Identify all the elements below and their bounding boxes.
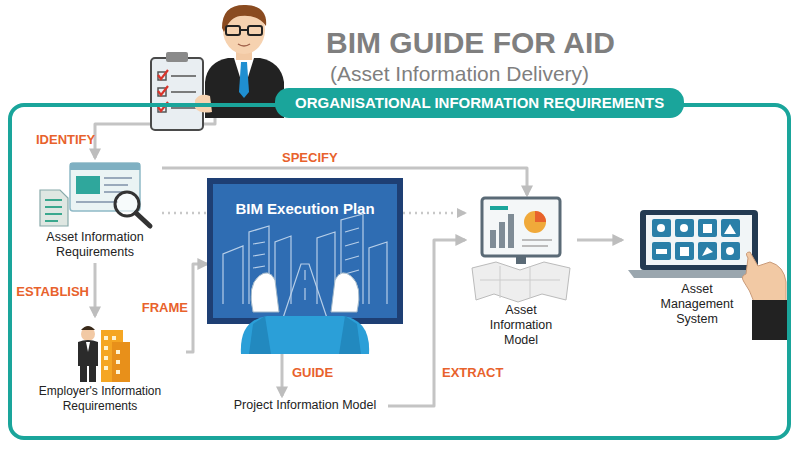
edge-label: FRAME — [142, 300, 188, 316]
edge-label: SPECIFY — [282, 150, 338, 166]
info-node: Asset Information Requirements — [28, 158, 162, 263]
info-node: Asset Management System — [622, 205, 772, 330]
node-label: Asset Information Requirements — [30, 230, 160, 260]
monitor-screen: BIM Execution Plan — [207, 178, 403, 324]
edge-label: IDENTIFY — [36, 132, 95, 148]
edge-label: GUIDE — [292, 365, 333, 381]
connector — [162, 212, 207, 215]
node-label: Asset Information Model — [481, 303, 561, 348]
employer-figure — [78, 326, 130, 382]
node-label: Employer's Information Requirements — [14, 384, 186, 414]
connector — [186, 264, 207, 352]
title: BIM GUIDE FOR AID — [326, 26, 615, 60]
region-band: ORGANISATIONAL INFORMATION REQUIREMENTSA… — [8, 103, 791, 440]
info-node: Employer's Information Requirements — [14, 316, 186, 417]
edge-label: ESTABLISH — [16, 284, 89, 300]
edge-label: EXTRACT — [442, 365, 503, 381]
node-label: BIM Execution Plan — [213, 200, 397, 218]
connector — [403, 212, 465, 215]
connector — [577, 239, 622, 242]
document-icon — [40, 163, 150, 226]
connector — [94, 263, 97, 316]
node-label: Project Information Model — [222, 398, 388, 413]
subtitle: (Asset Information Delivery) — [330, 62, 589, 86]
info-node: Asset Information Model — [465, 195, 577, 351]
node-label: Asset Management System — [655, 282, 739, 327]
info-node: Project Information Model — [222, 396, 388, 416]
model-icon — [472, 198, 570, 302]
manager-figure — [151, 5, 284, 130]
band-heading: ORGANISATIONAL INFORMATION REQUIREMENTS — [275, 88, 684, 118]
laptop-icon — [628, 210, 788, 340]
